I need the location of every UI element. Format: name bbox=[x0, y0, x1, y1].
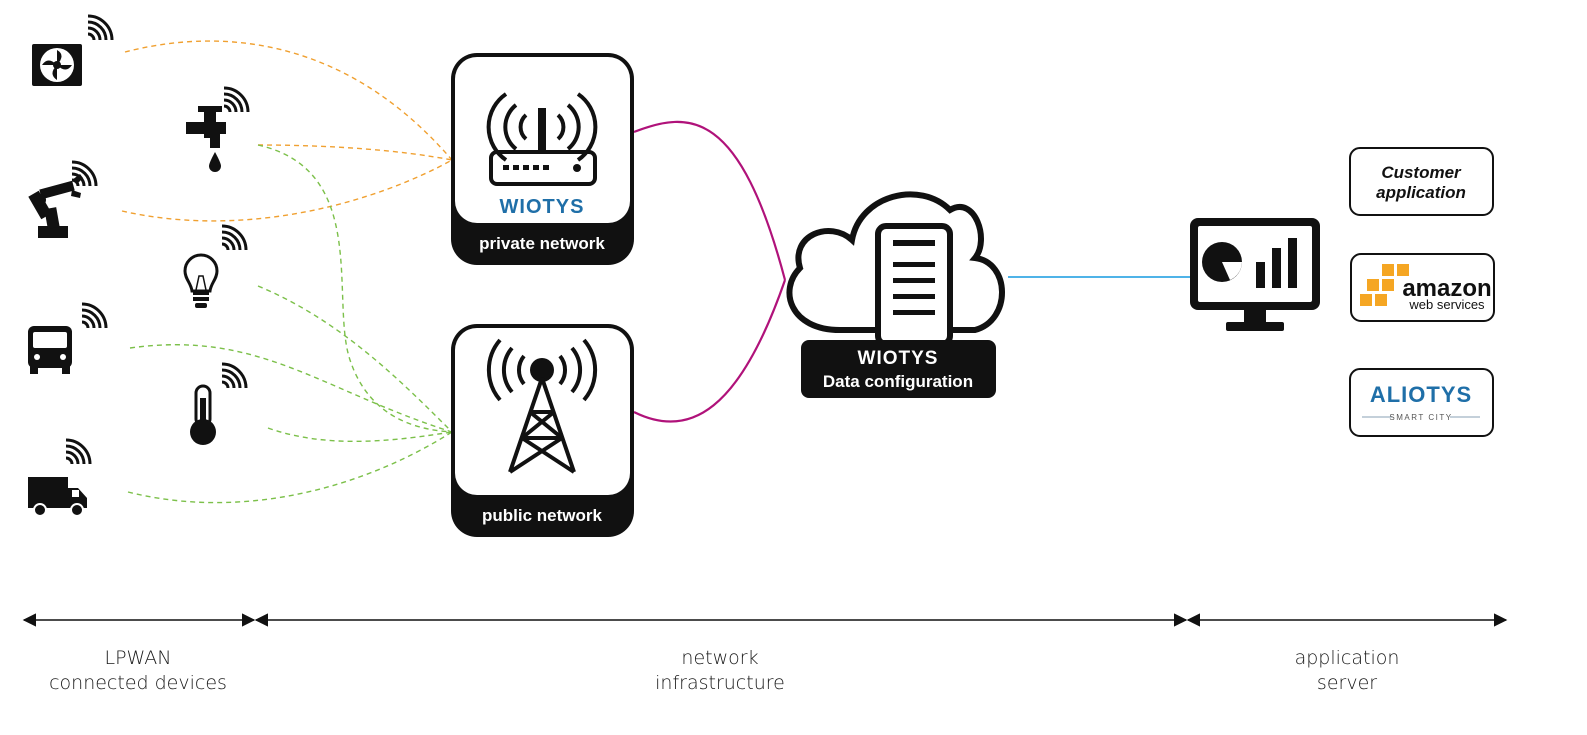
section-devices-line1: LPWAN bbox=[104, 647, 172, 669]
link-private-cloud bbox=[633, 120, 787, 281]
public-network-caption: public network bbox=[482, 506, 603, 525]
section-server-line2: server bbox=[1316, 672, 1378, 694]
private-network-caption: private network bbox=[479, 234, 605, 253]
aliotys-tagline: SMART CITY bbox=[1389, 413, 1452, 422]
aliotys-logo: ALIOTYS bbox=[1370, 382, 1472, 407]
link-truck-public bbox=[127, 431, 453, 504]
cloud-caption: Data configuration bbox=[823, 372, 973, 391]
customer-line2: application bbox=[1376, 183, 1466, 202]
truck-icon bbox=[28, 438, 92, 517]
public-network-links bbox=[127, 144, 453, 504]
cloud-data-box: WIOTYS Data configuration bbox=[801, 340, 996, 398]
link-faucet-private bbox=[257, 144, 453, 161]
link-bus-public bbox=[129, 344, 453, 433]
link-public-cloud bbox=[633, 279, 787, 423]
router-icon bbox=[486, 92, 598, 186]
link-thermo-public bbox=[267, 427, 453, 443]
link-bulb-public bbox=[257, 285, 453, 433]
amazon-web-services-box: amazon web services bbox=[1350, 253, 1495, 322]
faucet-icon bbox=[186, 86, 250, 172]
private-network-links bbox=[121, 40, 453, 222]
customer-line1: Customer bbox=[1381, 163, 1462, 182]
private-network-logo: WIOTYS bbox=[500, 196, 585, 218]
section-devices-line2: connected devices bbox=[49, 672, 227, 694]
private-network-node: WIOTYS private network bbox=[451, 53, 634, 265]
section-label-devices: LPWAN connected devices bbox=[22, 646, 254, 696]
thermometer-icon bbox=[190, 362, 248, 445]
amazon-web-services-label: web services bbox=[1408, 297, 1485, 312]
section-network-line1: network bbox=[681, 647, 759, 669]
fan-icon bbox=[32, 14, 114, 86]
section-network-line2: infrastructure bbox=[655, 672, 785, 694]
link-faucet-public bbox=[257, 144, 453, 433]
antenna-tower-icon bbox=[486, 338, 598, 474]
robot-arm-icon bbox=[28, 160, 98, 238]
public-network-node: public network bbox=[451, 324, 634, 537]
dashboard-monitor-icon bbox=[1190, 218, 1320, 331]
customer-application-box: Customer application bbox=[1349, 147, 1494, 216]
link-robot-private bbox=[121, 159, 453, 222]
network-cloud-links bbox=[633, 120, 787, 423]
cloud-server-icon bbox=[786, 191, 1005, 347]
link-fan-private bbox=[124, 40, 453, 161]
lightbulb-icon bbox=[183, 224, 248, 308]
bus-icon bbox=[28, 302, 108, 374]
cloud-logo: WIOTYS bbox=[858, 348, 939, 369]
section-server-line1: application bbox=[1294, 647, 1400, 669]
aliotys-box: ALIOTYS SMART CITY bbox=[1349, 368, 1494, 437]
section-label-server: application server bbox=[1247, 646, 1447, 696]
section-label-network: network infrastructure bbox=[620, 646, 820, 696]
amazon-wordmark: amazon bbox=[1402, 275, 1491, 302]
aws-cubes-icon bbox=[1360, 264, 1409, 306]
